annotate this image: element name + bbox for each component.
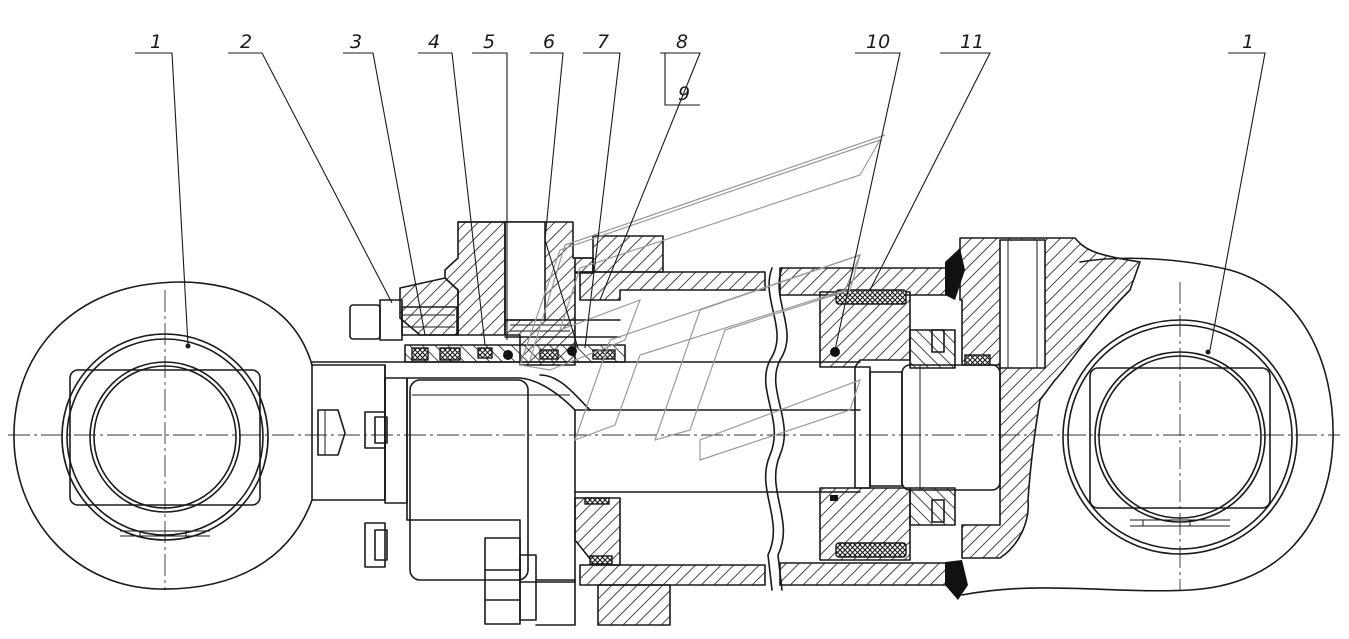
callout-1-right: 1 xyxy=(1242,31,1254,53)
callout-4: 4 xyxy=(428,31,440,53)
callout-3: 3 xyxy=(350,31,362,53)
callout-2: 2 xyxy=(240,31,252,53)
left-rod-eye xyxy=(13,281,313,590)
callout-1-left: 1 xyxy=(150,31,162,53)
callout-11: 11 xyxy=(960,31,984,53)
callout-6: 6 xyxy=(543,31,555,53)
callout-leaders xyxy=(135,52,1266,351)
callout-8: 8 xyxy=(676,31,688,53)
brand-logo-watermark xyxy=(519,134,886,461)
right-eye xyxy=(961,257,1334,596)
piston xyxy=(819,289,1001,561)
cylinder-barrel xyxy=(574,267,951,626)
callout-9: 9 xyxy=(678,83,690,105)
bottom-nut xyxy=(484,537,576,626)
end-cap xyxy=(945,237,1141,600)
flange-bolts xyxy=(364,411,388,568)
callout-labels: 1 2 3 4 5 6 7 8 9 10 11 1 xyxy=(150,31,1254,105)
callout-7: 7 xyxy=(597,31,609,53)
rod-neck xyxy=(311,364,386,501)
center-lines xyxy=(8,282,1340,590)
callout-5: 5 xyxy=(483,31,495,53)
cylinder-head xyxy=(349,221,626,366)
callout-10: 10 xyxy=(866,31,890,53)
